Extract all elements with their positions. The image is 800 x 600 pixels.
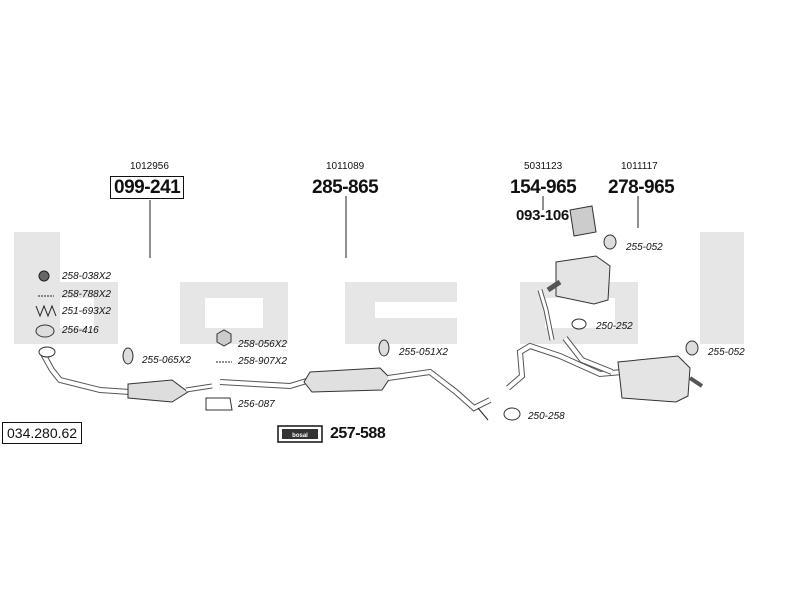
label-256-416[interactable]: 256-416 xyxy=(62,325,99,336)
catalytic-converter xyxy=(127,379,189,403)
spring-icon xyxy=(35,304,57,318)
middle-muffler xyxy=(303,367,391,393)
kit-badge: bosal xyxy=(277,425,323,443)
label-251-693[interactable]: 251-693X2 xyxy=(62,306,111,317)
flange-gasket-icon xyxy=(35,324,55,338)
ref-rear: 1011117 xyxy=(621,161,658,172)
label-258-788[interactable]: 258-788X2 xyxy=(62,289,111,300)
ref-middle: 1011089 xyxy=(326,161,365,172)
rear-muffler xyxy=(617,355,691,403)
label-258-038[interactable]: 258-038X2 xyxy=(62,271,111,282)
nut-icon xyxy=(216,329,232,347)
bracket-icon xyxy=(569,205,597,237)
gasket-ring-icon xyxy=(38,270,50,282)
kit-badge-label: bosal xyxy=(292,433,308,439)
ref-rear-center: 5031123 xyxy=(524,161,563,172)
diagram-code: 034.280.62 xyxy=(2,422,83,444)
label-255-065[interactable]: 255-065X2 xyxy=(142,355,191,366)
upper-rear-muffler xyxy=(555,255,611,305)
part-number-rear[interactable]: 278-965 xyxy=(608,177,675,198)
label-258-907[interactable]: 258-907X2 xyxy=(238,356,287,367)
hanger-rear-top-icon xyxy=(603,234,617,250)
hanger-front-icon xyxy=(122,347,134,365)
part-number-rear-center[interactable]: 154-965 xyxy=(510,177,577,198)
label-258-056[interactable]: 258-056X2 xyxy=(238,339,287,350)
label-255-052-side[interactable]: 255-052 xyxy=(708,347,745,358)
label-255-051[interactable]: 255-051X2 xyxy=(399,347,448,358)
part-number-middle[interactable]: 285-865 xyxy=(312,177,379,198)
clamp-lower-icon xyxy=(503,407,521,421)
hanger-rear-side-icon xyxy=(685,340,699,356)
label-255-052-top[interactable]: 255-052 xyxy=(626,242,663,253)
part-number-bracket[interactable]: 093-106 xyxy=(516,207,569,224)
kit-part-number[interactable]: 257-588 xyxy=(330,425,386,442)
hanger-middle-icon xyxy=(378,339,390,357)
label-250-258[interactable]: 250-258 xyxy=(528,411,565,422)
ref-front: 1012956 xyxy=(130,161,169,172)
clamp-rear-icon xyxy=(571,318,587,330)
label-256-087[interactable]: 256-087 xyxy=(238,399,275,410)
label-250-252[interactable]: 250-252 xyxy=(596,321,633,332)
part-number-front[interactable]: 099-241 xyxy=(110,176,185,199)
flange-gasket-middle-icon xyxy=(205,397,233,411)
